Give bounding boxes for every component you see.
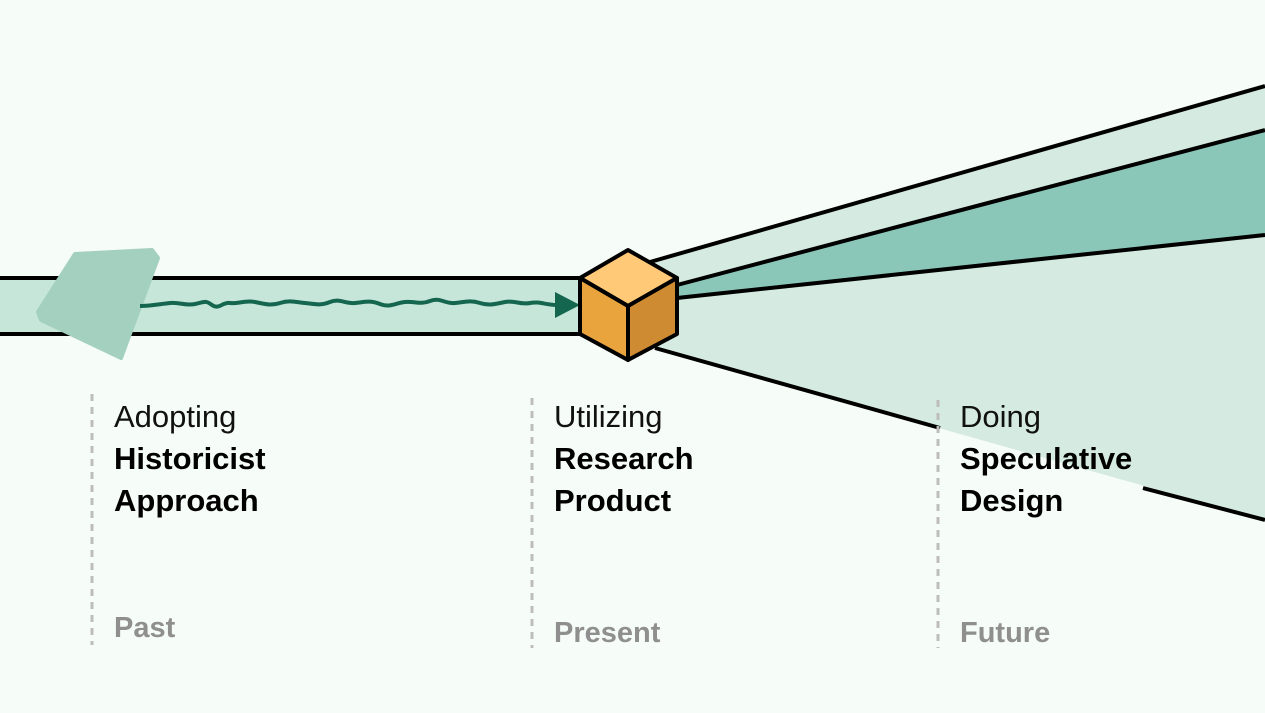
fan-middle bbox=[677, 130, 1265, 298]
fan-lines bbox=[649, 84, 1265, 522]
stage-title-line1: Research bbox=[554, 441, 694, 476]
stage-past: Adopting Historicist Approach Past bbox=[114, 399, 266, 644]
fan-lower-light bbox=[655, 235, 1265, 520]
stage-verb: Utilizing bbox=[554, 399, 663, 434]
wiggly-arrow-line bbox=[139, 297, 558, 309]
stage-future: Doing Speculative Design Future bbox=[960, 399, 1132, 649]
fan-upper-light bbox=[650, 86, 1265, 285]
stage-verb: Adopting bbox=[114, 399, 236, 434]
stage-title-line2: Product bbox=[554, 483, 671, 518]
stage-title-line1: Speculative bbox=[960, 441, 1132, 476]
era-label: Present bbox=[554, 617, 661, 649]
cube-icon bbox=[578, 248, 679, 362]
stage-title-line2: Approach bbox=[114, 483, 259, 518]
stage-verb: Doing bbox=[960, 399, 1041, 434]
lens-shape bbox=[36, 248, 160, 360]
dividers bbox=[90, 394, 940, 648]
arrow-head-icon bbox=[555, 292, 580, 318]
stage-title-line2: Design bbox=[960, 483, 1063, 518]
era-label: Future bbox=[960, 617, 1050, 649]
stage-present: Utilizing Research Product Present bbox=[554, 399, 694, 649]
era-label: Past bbox=[114, 612, 176, 644]
stage-title-line1: Historicist bbox=[114, 441, 266, 476]
